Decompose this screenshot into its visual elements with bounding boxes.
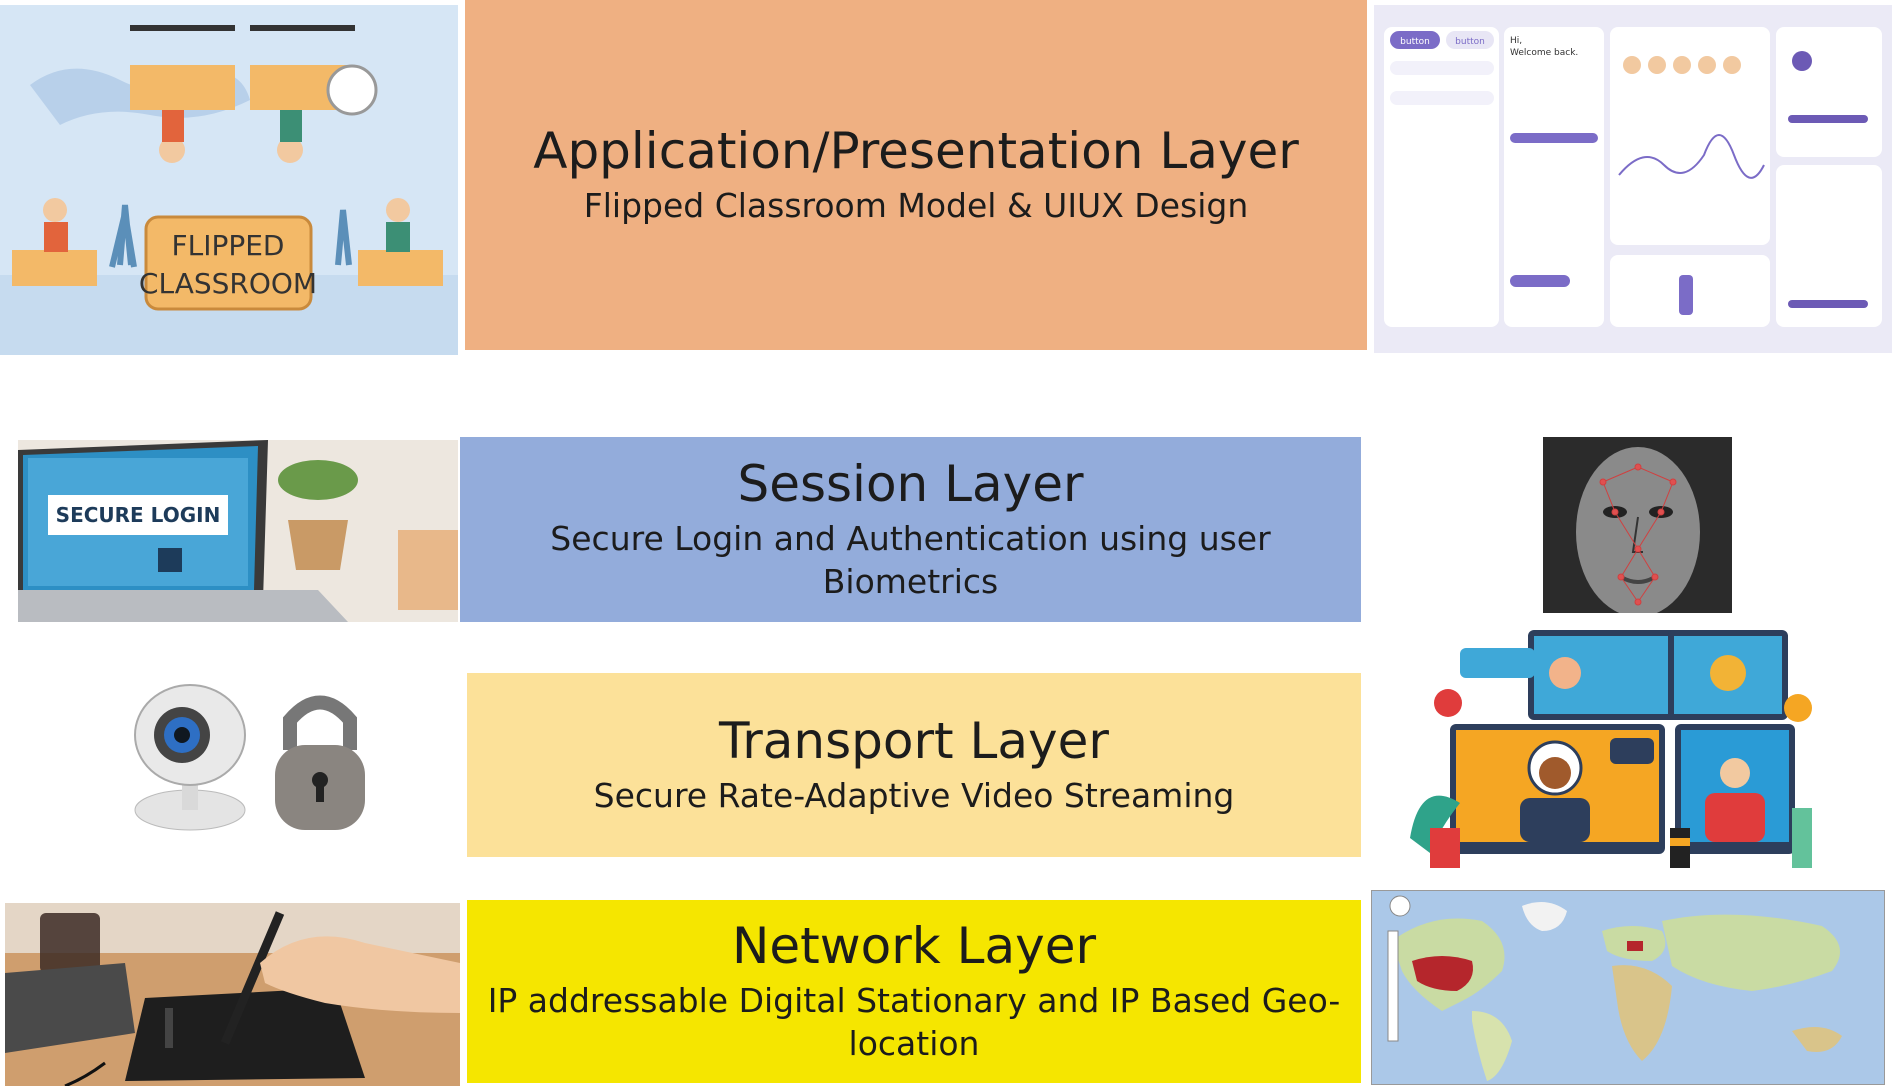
- classroom-sign-line1: FLIPPED: [172, 229, 285, 262]
- layer-title: Session Layer: [737, 454, 1084, 513]
- application-presentation-layer-box: Application/Presentation Layer Flipped C…: [465, 0, 1367, 350]
- session-layer-box: Session Layer Secure Login and Authentic…: [460, 437, 1361, 622]
- flipped-classroom-image: FLIPPED CLASSROOM: [0, 5, 458, 355]
- secure-login-laptop-image: SECURE LOGIN: [18, 440, 458, 622]
- biometric-face-image: [1543, 437, 1732, 613]
- secure-login-text: SECURE LOGIN: [56, 503, 221, 527]
- uiux-dashboard-image: button button Hi, Welcome back.: [1374, 5, 1892, 353]
- ui-button-2: button: [1455, 37, 1485, 47]
- network-layer-box: Network Layer IP addressable Digital Sta…: [467, 900, 1361, 1083]
- ui-greeting-1: Hi,: [1510, 36, 1522, 46]
- layer-subtitle: IP addressable Digital Stationary and IP…: [487, 980, 1341, 1063]
- layer-title: Application/Presentation Layer: [533, 121, 1299, 180]
- layer-subtitle: Secure Login and Authentication using us…: [550, 518, 1271, 601]
- classroom-sign-line2: CLASSROOM: [139, 267, 317, 300]
- ui-greeting-2: Welcome back.: [1510, 48, 1578, 58]
- transport-layer-box: Transport Layer Secure Rate-Adaptive Vid…: [467, 673, 1361, 857]
- video-conference-image: [1400, 628, 1845, 878]
- layer-title: Transport Layer: [719, 711, 1109, 770]
- digital-pen-tablet-image: [5, 903, 460, 1086]
- ui-button-1: button: [1400, 37, 1430, 47]
- geolocation-world-map-image: [1371, 890, 1885, 1085]
- webcam-padlock-image: [130, 680, 380, 840]
- layer-subtitle: Flipped Classroom Model & UIUX Design: [583, 185, 1249, 225]
- layer-title: Network Layer: [731, 916, 1097, 975]
- layer-subtitle: Secure Rate-Adaptive Video Streaming: [593, 775, 1235, 815]
